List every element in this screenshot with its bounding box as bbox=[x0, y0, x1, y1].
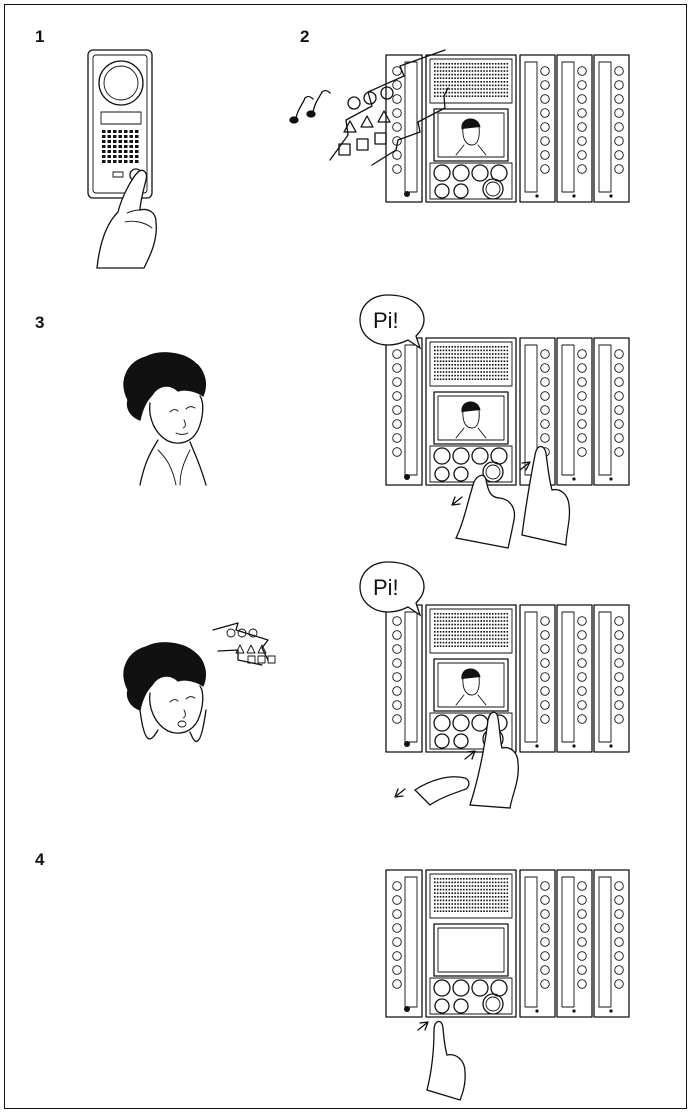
step-number-4: 4 bbox=[35, 850, 45, 869]
speech-shapes-icon bbox=[338, 86, 394, 156]
step-number-1: 1 bbox=[35, 27, 45, 46]
pointing-hand-icon bbox=[455, 474, 516, 549]
music-notes-icon bbox=[289, 89, 331, 124]
sound-wave-line-lower bbox=[371, 87, 449, 166]
arrow-icon bbox=[417, 1021, 429, 1031]
speech-shapes-icon bbox=[212, 622, 276, 666]
pointing-hand-icon bbox=[96, 169, 157, 269]
pointing-hand-icon bbox=[469, 711, 519, 809]
pointing-hand-icon bbox=[426, 1020, 466, 1101]
speech-bubble: Pi! bbox=[359, 561, 425, 617]
speech-bubble: Pi! bbox=[359, 294, 425, 350]
arrow-icon bbox=[394, 788, 406, 798]
arrow-icon bbox=[519, 461, 531, 471]
bubble-text: Pi! bbox=[373, 308, 399, 333]
master-station-icon bbox=[385, 869, 630, 1018]
pointing-hand-icon bbox=[413, 776, 470, 806]
master-station-icon bbox=[385, 54, 630, 203]
pointing-hand-icon bbox=[521, 445, 571, 546]
master-station-icon bbox=[385, 337, 630, 486]
page-frame bbox=[4, 4, 687, 1109]
woman-face-icon bbox=[123, 352, 207, 486]
arrow-icon bbox=[464, 750, 476, 760]
woman-face-talking-icon bbox=[123, 642, 207, 743]
bubble-text: Pi! bbox=[373, 575, 399, 600]
step-number-3: 3 bbox=[35, 313, 45, 332]
master-station-icon bbox=[385, 604, 630, 753]
arrow-icon bbox=[451, 496, 463, 506]
door-station-icon bbox=[87, 49, 153, 199]
step-number-2: 2 bbox=[300, 27, 310, 46]
